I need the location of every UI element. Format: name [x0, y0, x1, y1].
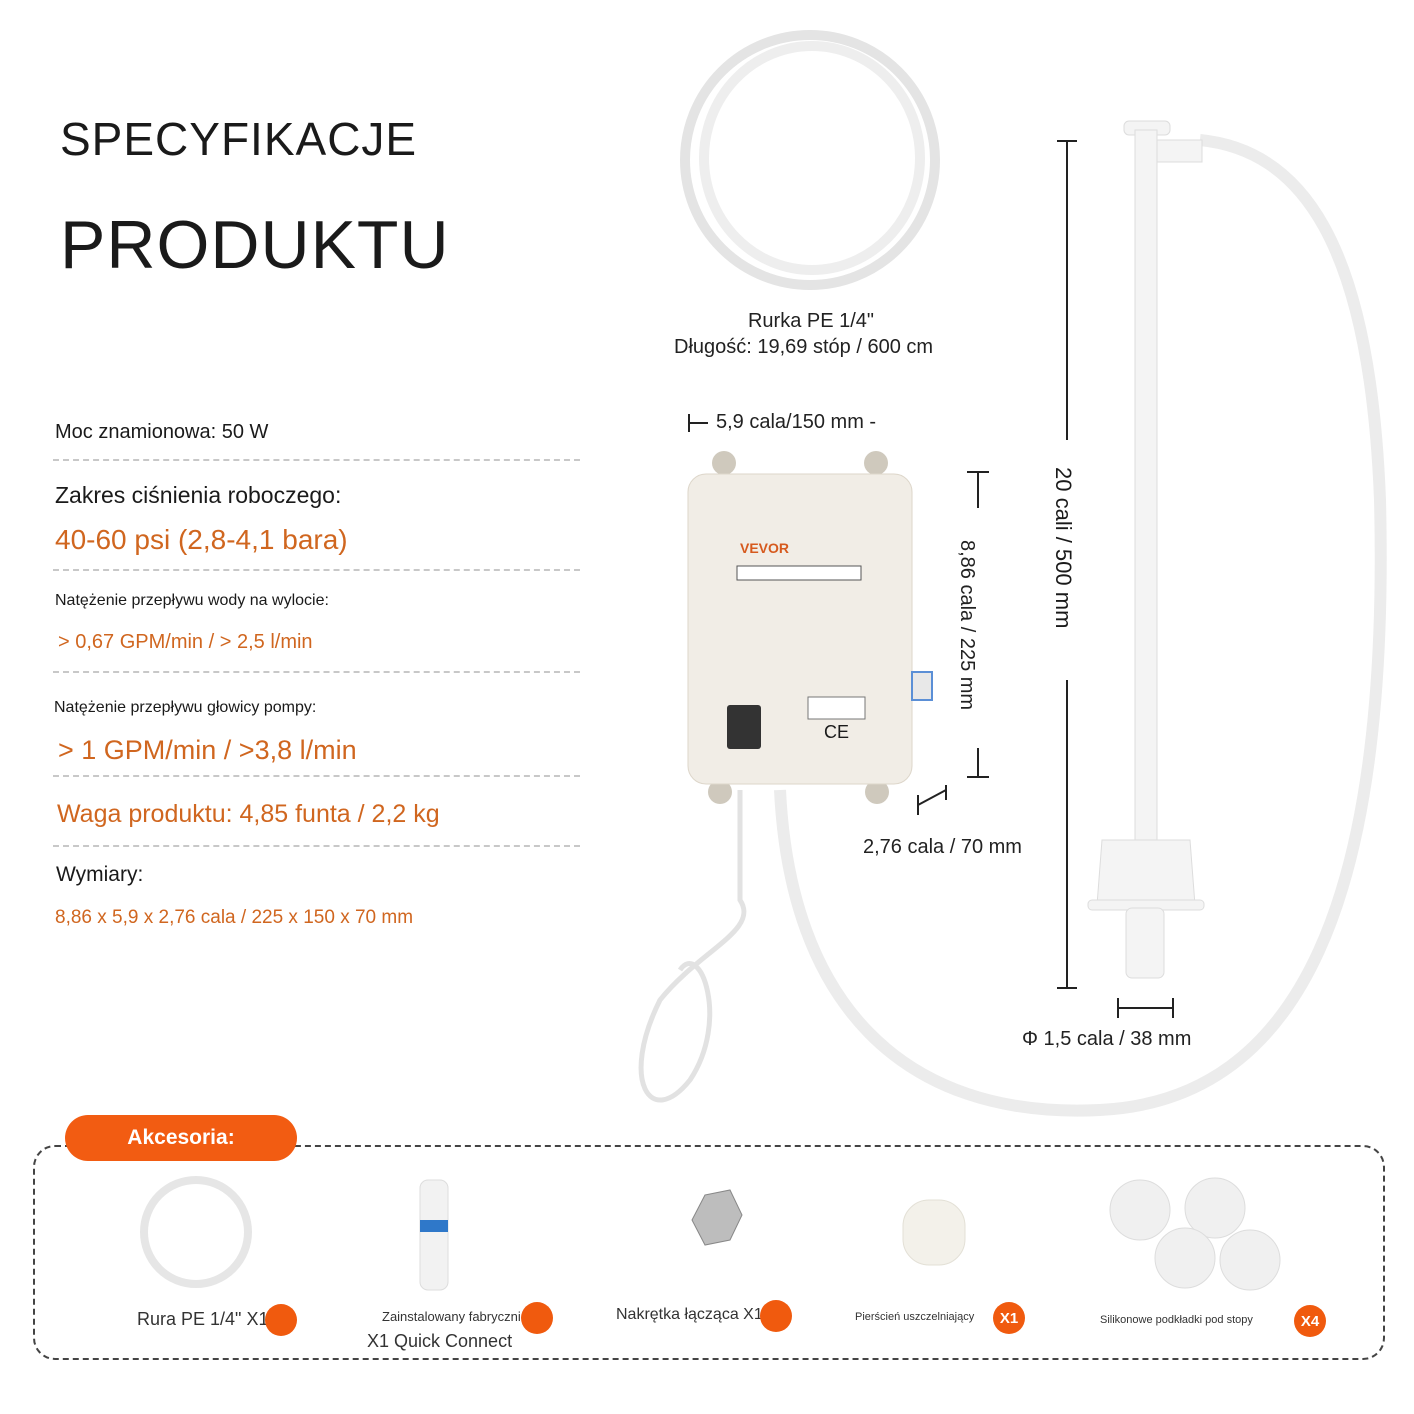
accessory-pads-label: Silikonowe podkładki pod stopy: [1100, 1314, 1253, 1326]
accessory-quick-connect-label: Zainstalowany fabrycznie: [382, 1309, 528, 1324]
accessory-seal-label: Pierścień uszczelniający: [855, 1311, 975, 1323]
spec-head-value: > 1 GPM/min / >3,8 l/min: [58, 735, 357, 765]
spec-dims-label: Wymiary:: [56, 863, 144, 886]
spec-pressure-label: Zakres ciśnienia roboczego:: [55, 482, 342, 508]
spec-dims-value: 8,86 x 5,9 x 2,76 cala / 225 x 150 x 70 …: [55, 907, 414, 928]
divider: [53, 569, 580, 571]
quick-connect-image: [419, 1179, 449, 1291]
title-line-1: SPECYFIKACJE: [60, 113, 418, 165]
accessory-nut-label: Nakrętka łącząca X1: [616, 1306, 763, 1323]
dim-width: 5,9 cala/150 mm -: [716, 411, 877, 433]
brand-logo: VEVOR: [740, 540, 790, 556]
spec-weight: Waga produktu: 4,85 funta / 2,2 kg: [57, 800, 440, 828]
pump-box: [687, 451, 933, 804]
title-line-2: PRODUKTU: [60, 207, 450, 283]
power-cord: [638, 790, 747, 1103]
dim-wand-length: 20 cali / 500 mm: [1051, 467, 1076, 629]
tube-name: Rurka PE 1/4": [747, 310, 875, 332]
tube-length: Długość: 19,69 stóp / 600 cm: [674, 336, 934, 358]
divider: [53, 845, 580, 847]
accessories-panel: [33, 1145, 1385, 1360]
ce-mark: CE: [824, 722, 850, 742]
accessory-badge: [265, 1304, 297, 1336]
pe-tube-image: [140, 1176, 252, 1288]
accessories-title: Akcesoria:: [65, 1115, 297, 1161]
spec-head-label: Natężenie przepływu głowicy pompy:: [54, 699, 317, 716]
foot-pads-image: [1109, 1177, 1281, 1291]
accessory-pads-badge: X4: [1294, 1305, 1326, 1337]
accessory-quick-connect-label-2: X1 Quick Connect: [367, 1331, 513, 1351]
dim-height: 8,86 cala / 225 mm: [956, 540, 978, 711]
accessory-badge: [521, 1302, 553, 1334]
divider: [53, 775, 580, 777]
spec-power: Moc znamionowa: 50 W: [55, 421, 269, 443]
tube-coil-image: [680, 30, 940, 290]
diameter-symbol: Φ: [1022, 1028, 1038, 1050]
nut-image: [691, 1189, 743, 1246]
seal-ring-image: [902, 1199, 966, 1266]
accessory-seal-badge: X1: [993, 1302, 1025, 1334]
dim-diameter: Φ 1,5 cala / 38 mm: [1022, 1028, 1191, 1051]
diameter-value: 1,5 cala / 38 mm: [1043, 1028, 1192, 1050]
dimension-lines: [688, 140, 1174, 1018]
divider: [53, 671, 580, 673]
accessory-images: [140, 1176, 1281, 1291]
spec-pressure-value: 40-60 psi (2,8-4,1 bara): [55, 524, 348, 555]
accessory-badge: [760, 1300, 792, 1332]
spec-outlet-label: Natężenie przepływu wody na wylocie:: [55, 592, 329, 609]
accessory-pe-tube-label: Rura PE 1/4" X1: [137, 1309, 269, 1329]
hose: [774, 134, 1387, 1117]
dim-depth: 2,76 cala / 70 mm: [863, 836, 1022, 858]
dip-wand: [1087, 120, 1205, 979]
divider: [53, 459, 580, 461]
spec-outlet-value: > 0,67 GPM/min / > 2,5 l/min: [58, 631, 313, 653]
